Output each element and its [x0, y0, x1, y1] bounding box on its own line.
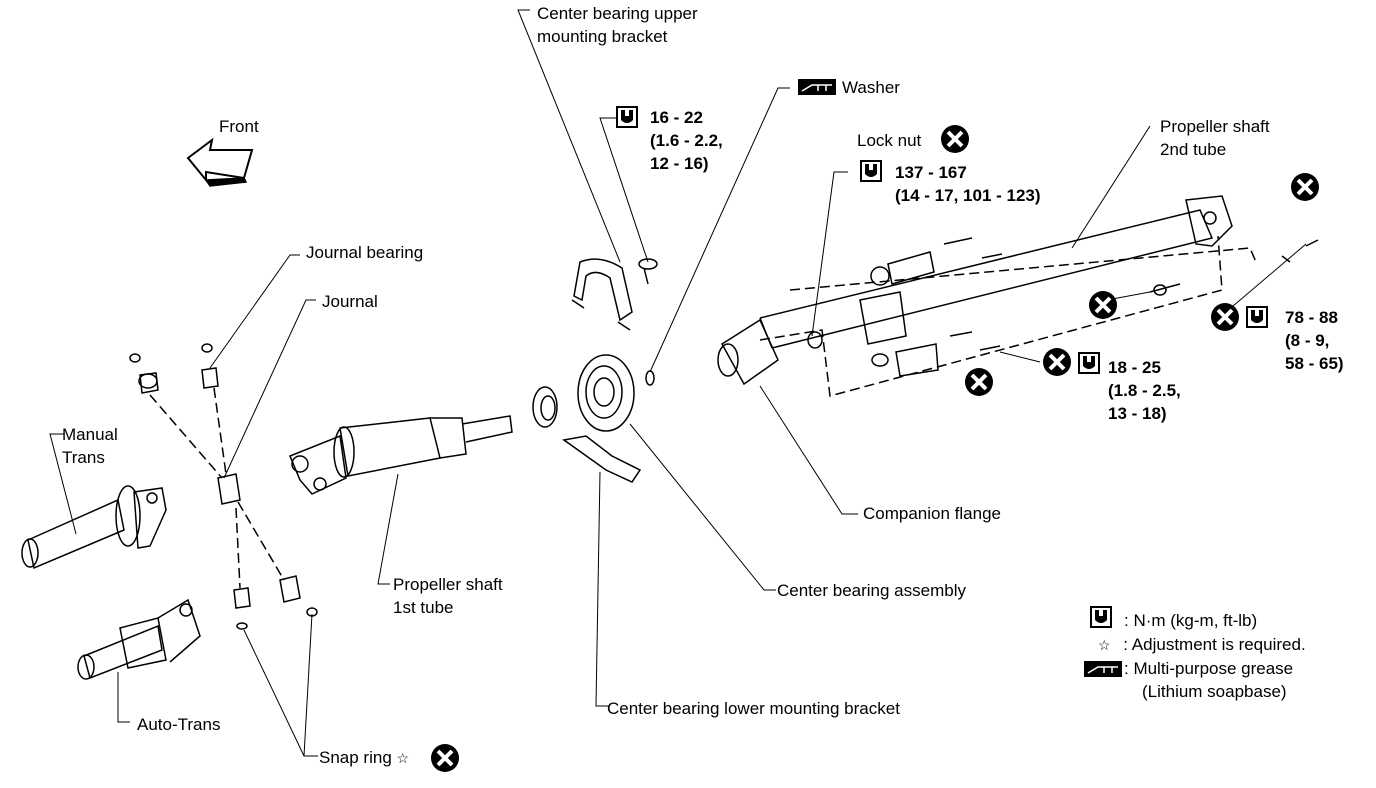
torque-wrench-icon [1090, 606, 1112, 628]
label-propeller-1st-tube: Propeller shaft 1st tube [393, 575, 503, 617]
replace-x-icon [939, 123, 971, 155]
replace-x-icon [429, 742, 461, 774]
label-manual-trans: Manual Trans [62, 425, 118, 467]
replace-x-icon [1289, 171, 1321, 203]
torque-wrench-icon [616, 106, 638, 128]
label-front: Front [219, 117, 259, 136]
label-torque-137-167: 137 - 167 (14 - 17, 101 - 123) [895, 163, 1041, 205]
grease-icon [1084, 661, 1122, 677]
replace-x-icon [963, 366, 995, 398]
replace-x-icon [1209, 301, 1241, 333]
center-bearing-group [532, 258, 658, 483]
label-snap-ring: Snap ring ☆ [319, 746, 409, 770]
label-center-bearing-upper: Center bearing upper mounting bracket [537, 4, 698, 46]
label-lock-nut: Lock nut [857, 131, 922, 150]
leader-lines [49, 9, 1307, 757]
manual-trans-shaft [21, 485, 167, 570]
torque-wrench-icon [860, 160, 882, 182]
propeller-shaft-1st-tube [289, 415, 513, 495]
label-torque-18-25: 18 - 25 (1.8 - 2.5, 13 - 18) [1108, 358, 1181, 423]
legend-adjustment: ☆ : Adjustment is required. [1098, 633, 1306, 657]
label-torque-16-22: 16 - 22 (1.6 - 2.2, 12 - 16) [650, 108, 723, 173]
label-companion-flange: Companion flange [863, 504, 1001, 523]
torque-wrench-icon [1078, 352, 1100, 374]
star-icon: ☆ [1098, 637, 1111, 654]
legend-torque: : N·m (kg-m, ft-lb) [1124, 611, 1258, 630]
label-propeller-2nd-tube: Propeller shaft 2nd tube [1160, 117, 1270, 159]
label-center-bearing-lower: Center bearing lower mounting bracket [607, 699, 900, 718]
label-journal-bearing: Journal bearing [306, 243, 424, 262]
star-icon: ☆ [396, 750, 410, 767]
legend-grease: : Multi-purpose grease (Lithium soapbase… [1124, 659, 1294, 701]
propeller-shaft-2nd-tube [717, 195, 1319, 397]
label-journal: Journal [322, 292, 378, 311]
auto-trans-shaft [77, 598, 201, 680]
replace-x-icon [1041, 346, 1073, 378]
label-torque-78-88: 78 - 88 (8 - 9, 58 - 65) [1285, 308, 1344, 373]
label-auto-trans: Auto-Trans [137, 715, 221, 734]
left-universal-joint [129, 343, 318, 630]
replace-x-icon [1087, 289, 1119, 321]
label-washer: Washer [842, 78, 900, 97]
grease-icon [798, 79, 836, 95]
label-center-bearing-assembly: Center bearing assembly [777, 581, 966, 600]
torque-wrench-icon [1246, 306, 1268, 328]
front-arrow-icon [186, 137, 254, 187]
